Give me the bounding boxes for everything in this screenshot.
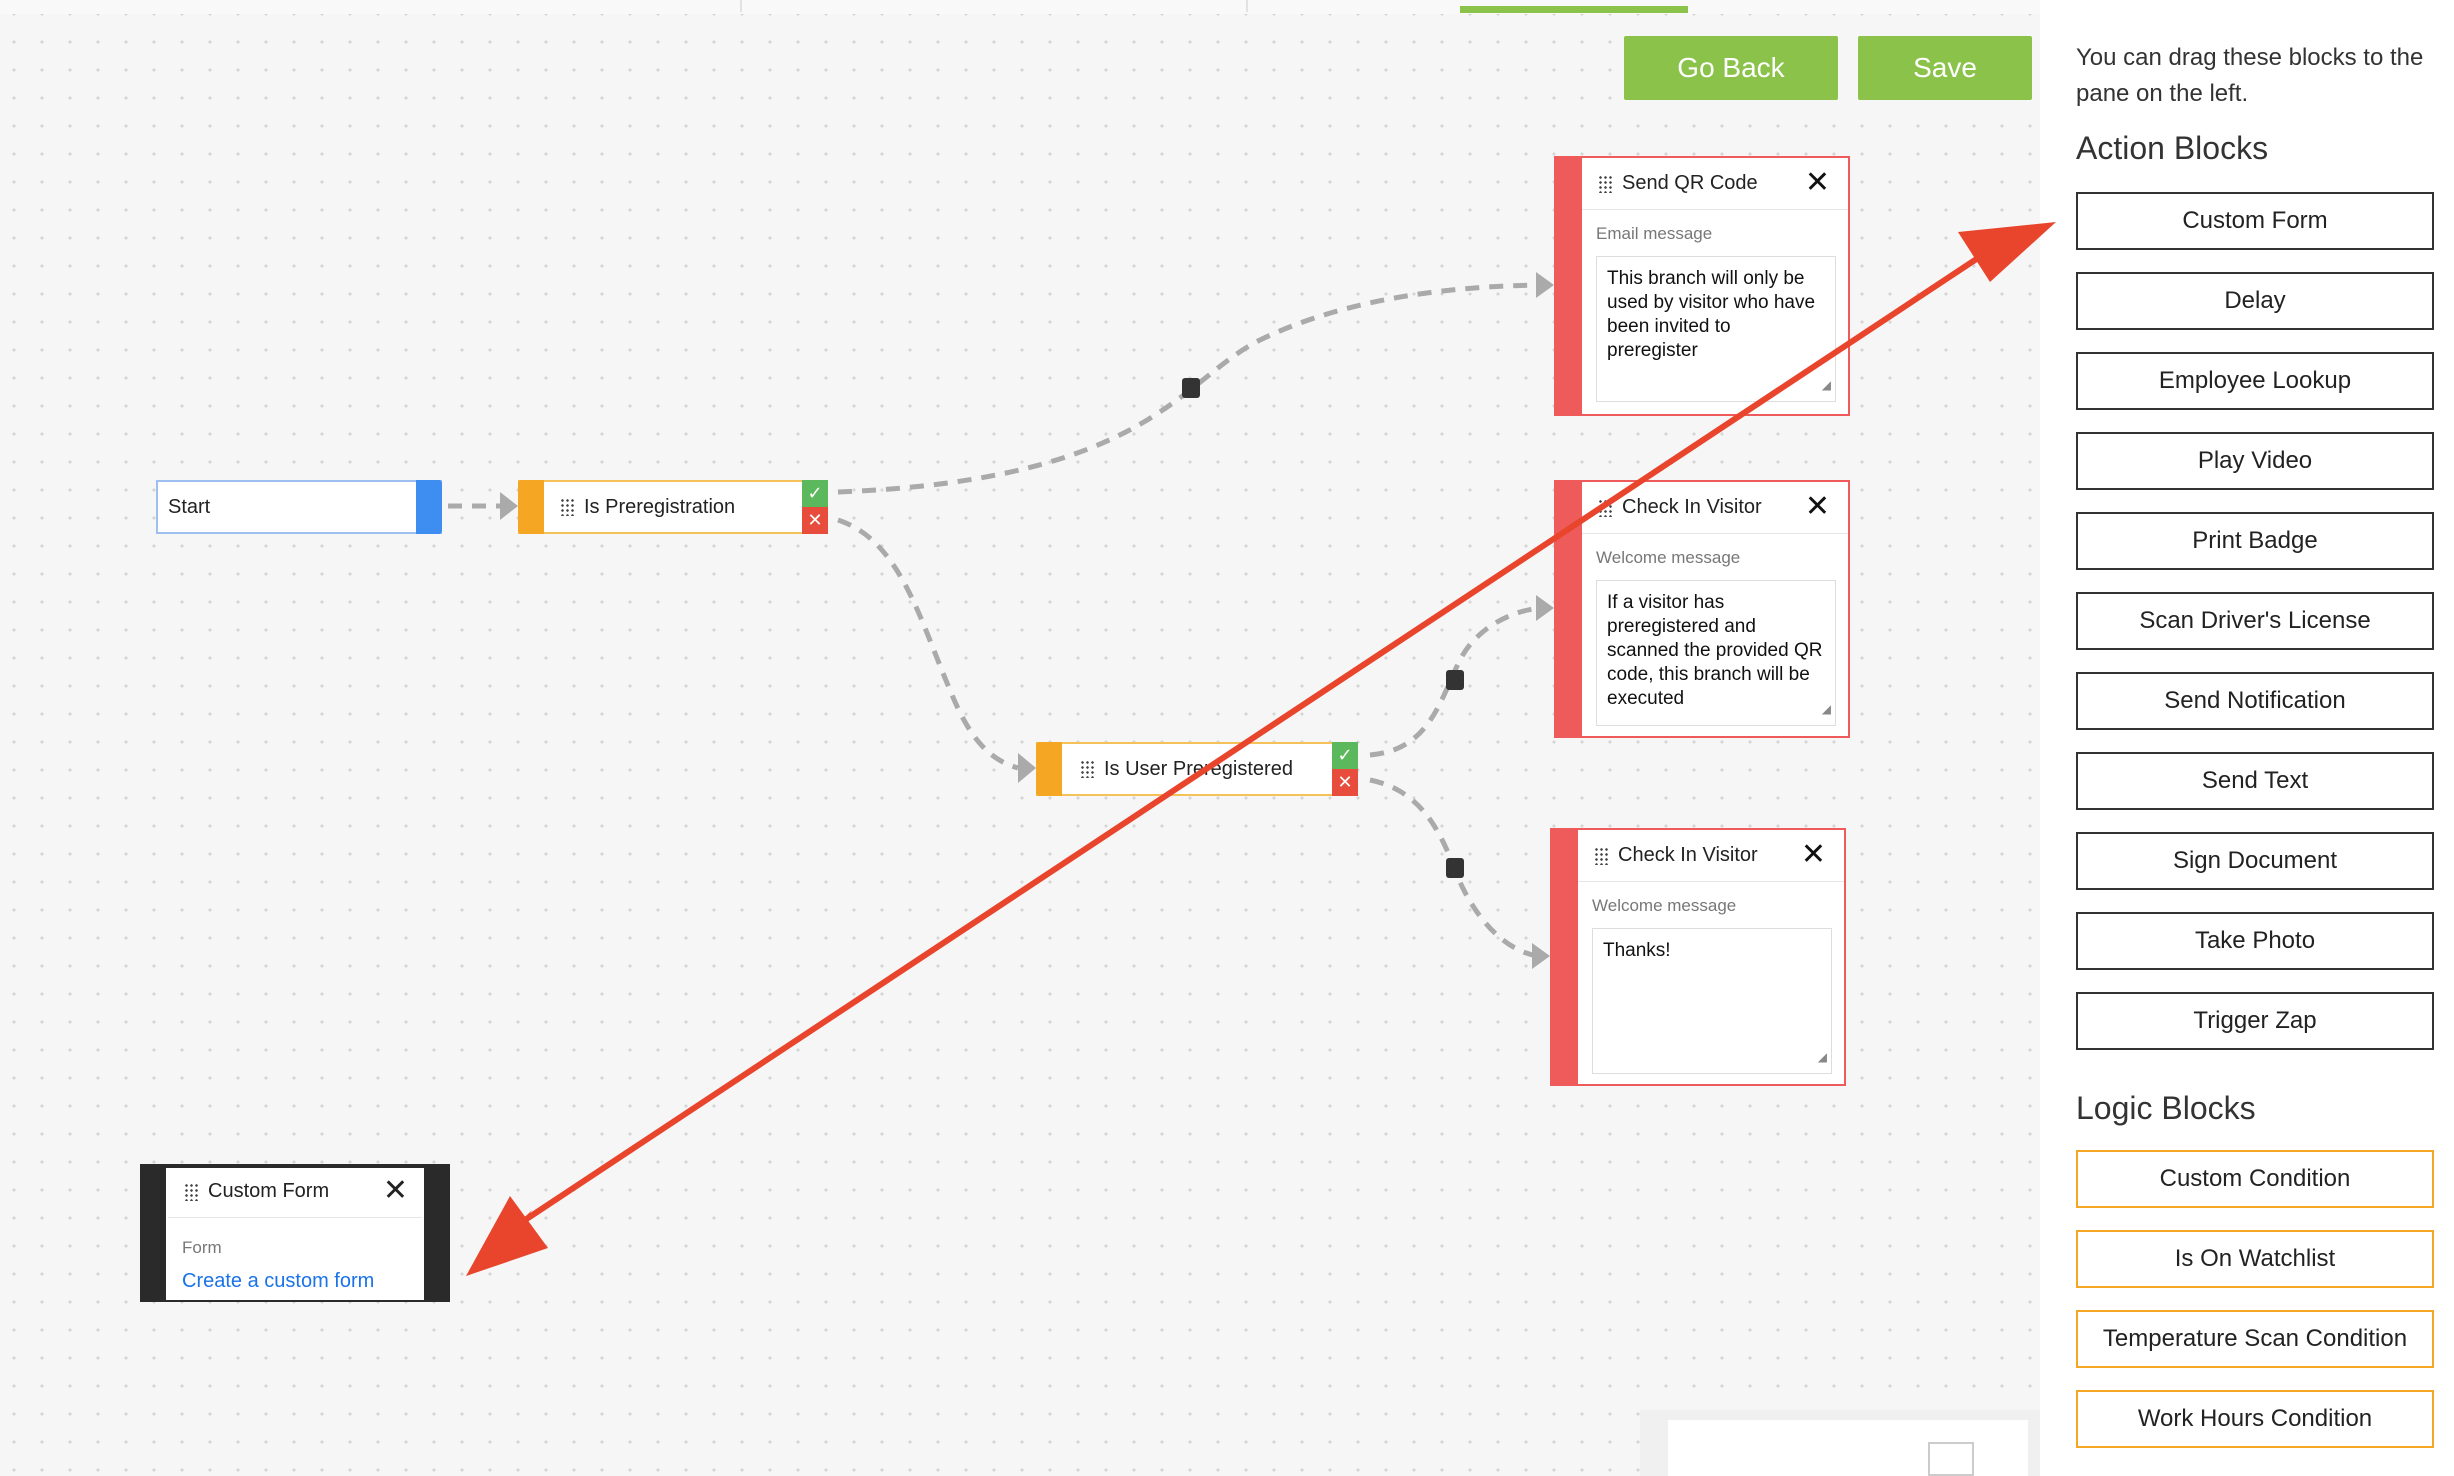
wire-prereg-no-to-user-prereg xyxy=(837,517,1019,771)
palette-logic-button[interactable]: Is On Watchlist xyxy=(2076,1230,2434,1288)
block-header[interactable]: Send QR Code xyxy=(1582,158,1848,210)
palette-action-button[interactable]: Custom Form xyxy=(2076,192,2434,250)
palette-action-button[interactable]: Send Notification xyxy=(2076,672,2434,730)
field-label: Welcome message xyxy=(1592,896,1737,915)
close-icon[interactable]: ✕ xyxy=(1804,490,1830,523)
block-title: Custom Form xyxy=(208,1180,330,1202)
logic-blocks-heading: Logic Blocks xyxy=(2076,1090,2256,1126)
is-user-preregistered-block[interactable]: Is User Preregistered ✓ ✕ xyxy=(1036,742,1358,796)
top-tab-strip xyxy=(0,0,2040,14)
custom-form-block[interactable]: Custom Form ✕ Form Create a custom form xyxy=(140,1164,450,1302)
field-label: Email message xyxy=(1596,224,1713,243)
block-title: Check In Visitor xyxy=(1622,496,1762,518)
x-icon[interactable]: ✕ xyxy=(1332,769,1358,796)
palette-logic-button[interactable]: Custom Condition xyxy=(2076,1150,2434,1208)
palette-action-button[interactable]: Sign Document xyxy=(2076,832,2434,890)
message-text: This branch will only be used by visitor… xyxy=(1607,268,1816,361)
wire-midpoint-handle xyxy=(1182,378,1200,398)
action-input-tab xyxy=(1550,828,1578,1086)
arrowhead xyxy=(1536,595,1554,621)
check-icon[interactable]: ✓ xyxy=(802,480,828,507)
send-qr-code-block[interactable]: Send QR Code ✕ Email message This branch… xyxy=(1554,156,1850,416)
condition-label: Is User Preregistered xyxy=(1104,757,1293,780)
palette-logic-button[interactable]: Work Hours Condition xyxy=(2076,1390,2434,1448)
block-palette-panel: You can drag these blocks to the pane on… xyxy=(2040,0,2454,1476)
arrowhead xyxy=(500,492,518,520)
email-message-textarea[interactable]: This branch will only be used by visitor… xyxy=(1596,256,1836,402)
tab-divider xyxy=(740,0,742,12)
action-blocks-heading: Action Blocks xyxy=(2076,130,2269,166)
minimap[interactable] xyxy=(1640,1410,2040,1476)
condition-input-tab xyxy=(518,480,544,534)
condition-input-tab xyxy=(1036,742,1062,796)
x-icon[interactable]: ✕ xyxy=(802,507,828,534)
welcome-message-textarea[interactable]: Thanks! ◢ xyxy=(1592,928,1832,1074)
wire-midpoint-handle xyxy=(1446,858,1464,878)
block-top-border xyxy=(142,1164,448,1168)
tab-divider xyxy=(1246,0,1248,12)
is-preregistration-block[interactable]: Is Preregistration ✓ ✕ xyxy=(518,480,828,534)
drag-handle-icon[interactable] xyxy=(560,498,574,516)
minimap-viewport xyxy=(1668,1420,2028,1476)
field-label: Form xyxy=(182,1238,222,1257)
arrowhead xyxy=(1018,753,1036,783)
palette-action-button[interactable]: Trigger Zap xyxy=(2076,992,2434,1050)
block-title: Check In Visitor xyxy=(1618,844,1758,866)
resize-handle-icon[interactable]: ◢ xyxy=(1821,378,1831,392)
active-tab-indicator xyxy=(1460,6,1688,13)
check-in-visitor-block-1[interactable]: Check In Visitor ✕ Welcome message If a … xyxy=(1554,480,1850,738)
minimap-toggle[interactable] xyxy=(1928,1442,1974,1476)
resize-handle-icon[interactable]: ◢ xyxy=(1817,1050,1827,1064)
palette-logic-button[interactable]: Temperature Scan Condition xyxy=(2076,1310,2434,1368)
palette-action-button[interactable]: Send Text xyxy=(2076,752,2434,810)
start-output-handle[interactable] xyxy=(416,480,442,534)
drag-handle-icon[interactable] xyxy=(1594,846,1608,865)
palette-action-button[interactable]: Take Photo xyxy=(2076,912,2434,970)
wire-midpoint-handle xyxy=(1446,670,1464,690)
arrowhead xyxy=(1532,943,1550,969)
welcome-message-textarea[interactable]: If a visitor has preregistered and scann… xyxy=(1596,580,1836,726)
condition-label: Is Preregistration xyxy=(584,495,736,518)
palette-hint: You can drag these blocks to the pane on… xyxy=(2076,44,2424,107)
close-icon[interactable]: ✕ xyxy=(382,1174,408,1207)
block-output-tab[interactable] xyxy=(424,1164,450,1302)
action-input-tab xyxy=(1554,480,1582,738)
flow-canvas[interactable]: Start Is Preregistration ✓ ✕ Is User Pre… xyxy=(0,0,2040,1476)
check-in-visitor-block-2[interactable]: Check In Visitor ✕ Welcome message Thank… xyxy=(1550,828,1846,1086)
palette-action-button[interactable]: Employee Lookup xyxy=(2076,352,2434,410)
close-icon[interactable]: ✕ xyxy=(1800,838,1826,871)
block-input-tab xyxy=(140,1164,166,1302)
palette-action-button[interactable]: Scan Driver's License xyxy=(2076,592,2434,650)
block-header[interactable]: Custom Form xyxy=(168,1166,422,1218)
palette-action-button[interactable]: Print Badge xyxy=(2076,512,2434,570)
block-title: Send QR Code xyxy=(1622,172,1758,194)
palette-action-button[interactable]: Delay xyxy=(2076,272,2434,330)
drag-handle-icon[interactable] xyxy=(184,1182,198,1201)
check-icon[interactable]: ✓ xyxy=(1332,742,1358,769)
drag-handle-icon[interactable] xyxy=(1080,760,1094,778)
field-label: Welcome message xyxy=(1596,548,1741,567)
palette-action-button[interactable]: Play Video xyxy=(2076,432,2434,490)
action-input-tab xyxy=(1554,156,1582,416)
start-label: Start xyxy=(168,495,211,518)
close-icon[interactable]: ✕ xyxy=(1804,166,1830,199)
arrowhead xyxy=(1536,272,1554,298)
resize-handle-icon[interactable]: ◢ xyxy=(1821,702,1831,716)
message-text: Thanks! xyxy=(1603,940,1671,961)
save-button[interactable]: Save xyxy=(1858,36,2032,100)
create-custom-form-link[interactable]: Create a custom form xyxy=(182,1270,375,1292)
message-text: If a visitor has preregistered and scann… xyxy=(1607,592,1823,709)
drag-handle-icon[interactable] xyxy=(1598,174,1612,193)
start-block[interactable]: Start xyxy=(156,480,442,534)
go-back-button[interactable]: Go Back xyxy=(1624,36,1838,100)
drag-handle-icon[interactable] xyxy=(1598,498,1612,517)
